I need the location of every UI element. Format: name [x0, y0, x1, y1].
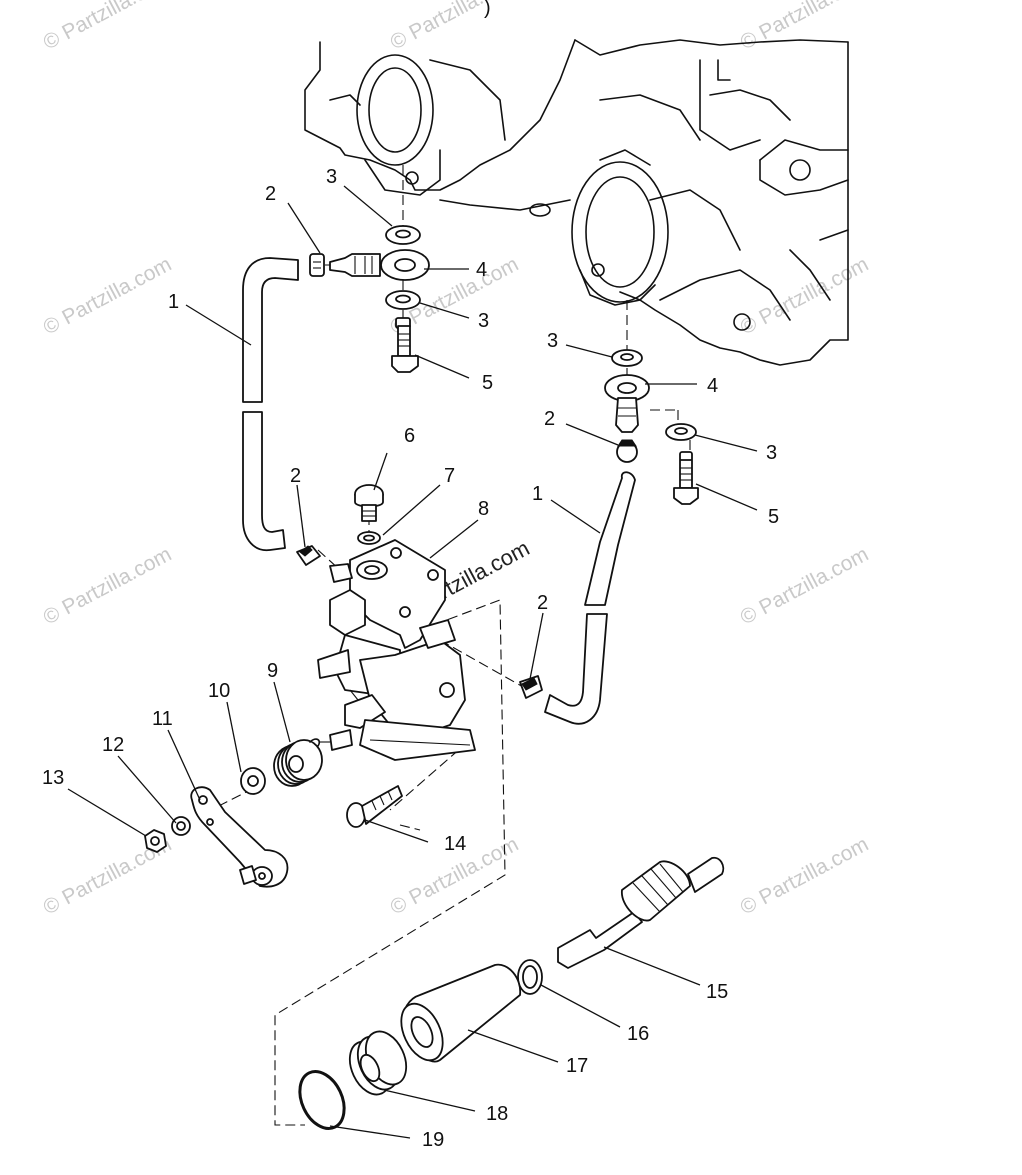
callout-7: 7: [444, 465, 455, 487]
sealing-washer: [357, 531, 381, 545]
callout-2: 2: [265, 183, 276, 205]
callout-9: 9: [267, 660, 278, 682]
sealing-washer: [385, 225, 421, 245]
callout-4: 4: [476, 259, 487, 281]
control-lever: [190, 786, 289, 888]
callout-1: 1: [168, 291, 179, 313]
callout-3: 3: [547, 330, 558, 352]
hose-clamp: [309, 253, 325, 277]
pump-drive-gear: [557, 856, 725, 969]
callout-8: 8: [478, 498, 489, 520]
engine-block: [304, 39, 849, 366]
callout-18: 18: [486, 1103, 508, 1125]
callout-10: 10: [208, 680, 230, 702]
callout-2: 2: [544, 408, 555, 430]
bushing-sleeve: [400, 963, 521, 1063]
callout-2: 2: [537, 592, 548, 614]
oil-pump-body: [317, 539, 476, 761]
o-ring: [517, 959, 543, 995]
watermark: © Partzilla.com: [40, 543, 176, 630]
return-spring: [273, 738, 323, 787]
hex-nut: [144, 829, 167, 853]
top-fragment: ): [484, 0, 491, 19]
sealing-washer: [665, 423, 697, 441]
mounting-screw: [346, 785, 403, 828]
callout-11: 11: [152, 708, 173, 730]
watermarks: © Partzilla.com © Partzilla.com © Partzi…: [40, 0, 873, 919]
callout-13: 13: [42, 767, 64, 789]
callout-1: 1: [532, 483, 543, 505]
hose-clamp: [519, 675, 543, 699]
callout-3: 3: [478, 310, 489, 332]
banjo-fitting: [329, 249, 430, 281]
watermark: © Partzilla.com: [40, 253, 176, 340]
watermark: © Partzilla.com: [737, 0, 873, 54]
callout-14: 14: [444, 833, 466, 855]
oil-hose-right: [544, 471, 636, 725]
callout-17: 17: [566, 1055, 588, 1077]
flat-washer: [240, 767, 266, 795]
coil-spring: [348, 1030, 408, 1096]
watermark: © Partzilla.com: [387, 0, 523, 54]
hose-clamp: [296, 545, 321, 566]
callout-3: 3: [326, 166, 337, 188]
callout-5: 5: [768, 506, 779, 528]
banjo-bolt: [391, 317, 419, 373]
callout-numbers: 1 2 3 4 3 5 3 4 2 3 5 1 2 6 7 8 2 9 10 1…: [42, 166, 779, 1151]
watermark: © Partzilla.com: [737, 833, 873, 920]
hose-clamp: [616, 439, 638, 463]
bleed-screw: [354, 484, 384, 522]
callout-5: 5: [482, 372, 493, 394]
oil-hose-left: [242, 257, 299, 552]
banjo-fitting: [604, 374, 650, 433]
sealing-washer: [385, 290, 421, 310]
callout-2: 2: [290, 465, 301, 487]
watermark: © Partzilla.com: [737, 253, 873, 340]
callout-4: 4: [707, 375, 718, 397]
sealing-washer: [611, 349, 643, 367]
banjo-bolt: [673, 451, 699, 505]
leader-lines: [67, 185, 758, 1139]
callout-15: 15: [706, 981, 728, 1003]
callout-6: 6: [404, 425, 415, 447]
watermark: © Partzilla.com: [737, 543, 873, 630]
callout-19: 19: [422, 1129, 444, 1151]
callout-3: 3: [766, 442, 777, 464]
watermark: © Partzilla.com: [40, 0, 176, 54]
callout-12: 12: [102, 734, 124, 756]
callout-16: 16: [627, 1023, 649, 1045]
lock-washer: [171, 816, 191, 836]
